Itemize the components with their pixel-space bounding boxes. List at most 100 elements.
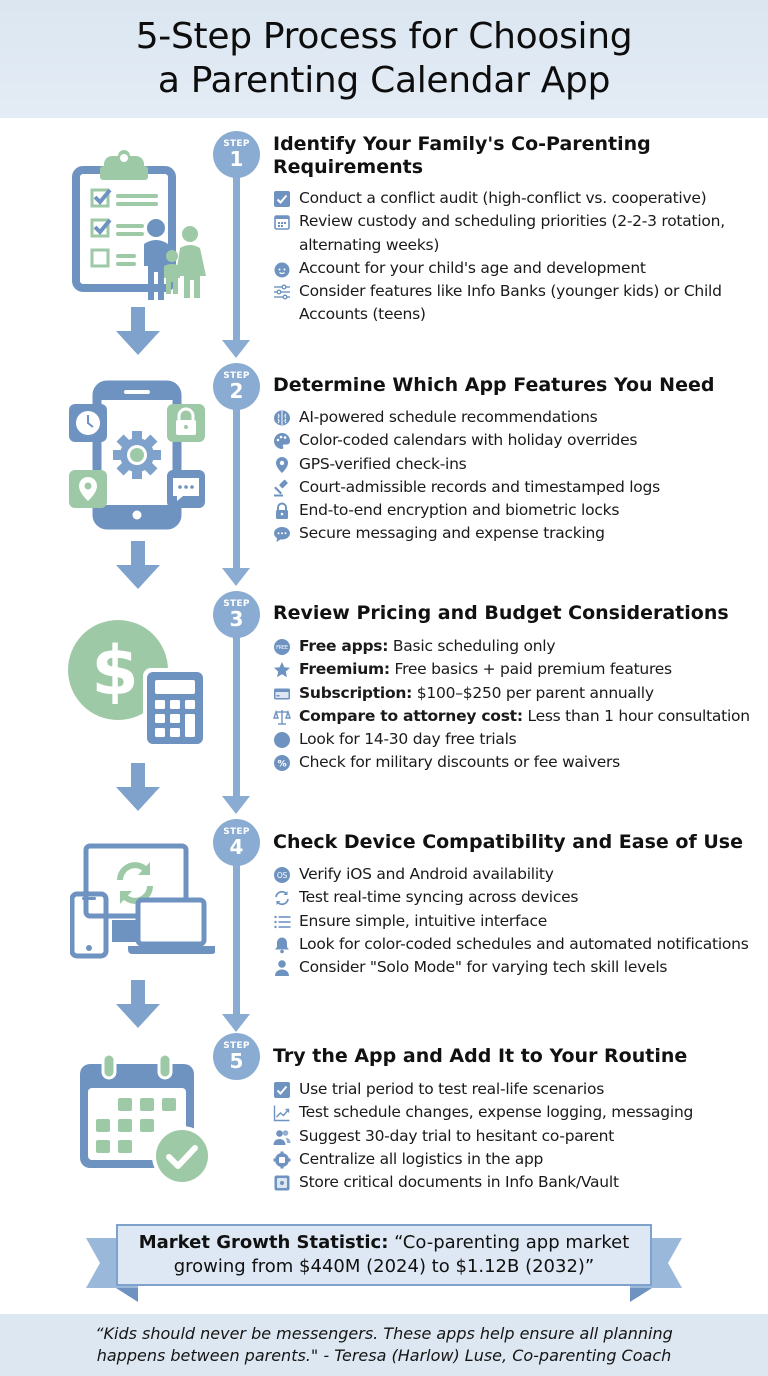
bullet-text: Account for your child's age and develop… [299, 258, 646, 277]
bullet-text: Color-coded calendars with holiday overr… [299, 431, 638, 450]
step-5-bullets: Use trial period to test real-life scena… [272, 1078, 767, 1194]
step-number: 1 [229, 147, 244, 171]
step-word: STEP [223, 599, 250, 609]
smartphone-features-icon [67, 380, 207, 530]
bullet-value: $100–$250 per parent annually [412, 683, 654, 702]
location-pin-icon [272, 455, 292, 475]
step-word: STEP [223, 139, 250, 149]
credit-card-icon [272, 684, 292, 704]
list-item: Store critical documents in Info Bank/Va… [272, 1171, 767, 1194]
os-icon: OS [272, 865, 292, 885]
bullet-text: GPS-verified check-ins [299, 454, 467, 473]
chart-line-icon [272, 1103, 292, 1123]
hub-icon [272, 1150, 292, 1170]
list-item: Conduct a conflict audit (high-conflict … [272, 187, 767, 210]
step-word: STEP [223, 371, 250, 381]
bullet-text: Test real-time syncing across devices [299, 888, 579, 907]
bullet-label: Freemium: [299, 660, 390, 679]
list-item: Subscription: $100–$250 per parent annua… [272, 682, 767, 705]
step-title-line: Determine Which App Features You Need [273, 374, 715, 396]
bullet-text: Use trial period to test real-life scena… [299, 1080, 605, 1098]
list-item: Suggest 30-day trial to hesitant co-pare… [272, 1125, 767, 1148]
bullet-label: Compare to attorney cost: [299, 706, 523, 725]
bullet-text: End-to-end encryption and biometric lock… [299, 501, 620, 520]
step-title-line: Check Device Compatibility and Ease of U… [273, 831, 743, 853]
bullet-text: Look for color-coded schedules and autom… [299, 934, 749, 953]
percent-badge-icon: % [272, 753, 292, 773]
down-arrow-icon [116, 541, 160, 589]
header: 5-Step Process for Choosing a Parenting … [0, 0, 768, 118]
step-title-line: Identify Your Family's Co-Parenting [273, 133, 651, 155]
timeline-arrowhead [222, 568, 250, 586]
bullet-text: Consider "Solo Mode" for varying tech sk… [299, 958, 668, 977]
step-title-line: Try the App and Add It to Your Routine [273, 1045, 688, 1067]
bullet-value: Free basics + paid premium features [389, 660, 673, 679]
bell-icon [272, 935, 292, 955]
checkbox-icon [272, 1080, 292, 1100]
step-badge-5: STEP 5 [213, 1033, 260, 1080]
calendar-check-icon [78, 1052, 218, 1186]
list-item: FREE Free apps: Basic scheduling only [272, 635, 767, 658]
list-item: Test real-time syncing across devices [272, 886, 767, 909]
bullet-text: Look for 14-30 day free trials [299, 728, 767, 751]
bullet-text: Verify iOS and Android availability [299, 865, 554, 883]
page-title-line-1: 5-Step Process for Choosing [135, 16, 633, 57]
step-5-title: Try the App and Add It to Your Routine [273, 1045, 753, 1068]
bullet-text: Store critical documents in Info Bank/Va… [299, 1173, 619, 1192]
step-number: 4 [229, 835, 244, 859]
list-item: End-to-end encryption and biometric lock… [272, 499, 767, 522]
bullet-text: Subscription: $100–$250 per parent annua… [299, 682, 767, 705]
quote-line-1: “Kids should never be messengers. These … [95, 1324, 673, 1343]
list-item: Color-coded calendars with holiday overr… [272, 429, 767, 452]
list-item: Freemium: Free basics + paid premium fea… [272, 658, 767, 681]
list-item: Consider "Solo Mode" for varying tech sk… [272, 956, 767, 979]
checkbox-icon [272, 189, 292, 209]
list-item: GPS-verified check-ins [272, 453, 767, 476]
bullet-text: Check for military discounts or fee waiv… [299, 751, 767, 774]
timeline-arrowhead [222, 796, 250, 814]
down-arrow-icon [116, 980, 160, 1028]
market-statistic-banner: Market Growth Statistic: “Co-parenting a… [116, 1224, 652, 1286]
lock-icon [272, 501, 292, 521]
down-arrow-icon [116, 307, 160, 355]
free-badge-icon: FREE [272, 637, 292, 657]
sync-icon [272, 888, 292, 908]
footer-quote: “Kids should never be messengers. These … [0, 1314, 768, 1376]
bullet-text: Review custody and scheduling priorities… [299, 212, 725, 254]
bullet-value: Less than 1 hour consultation [522, 706, 750, 725]
bullet-value: Check for military discounts or fee waiv… [299, 753, 620, 772]
list-item: Court-admissible records and timestamped… [272, 476, 767, 499]
users-icon [272, 1127, 292, 1147]
bullet-text: Suggest 30-day trial to hesitant co-pare… [299, 1126, 615, 1145]
step-badge-2: STEP 2 [213, 363, 260, 410]
bullet-text: Ensure simple, intuitive interface [299, 911, 548, 930]
palette-icon [272, 431, 292, 451]
bullet-text: Secure messaging and expense tracking [299, 524, 605, 543]
devices-sync-icon [69, 842, 216, 962]
user-icon [272, 958, 292, 978]
list-item: OS Verify iOS and Android availability [272, 863, 767, 886]
page-title-line-2: a Parenting Calendar App [157, 60, 611, 101]
list-item: Account for your child's age and develop… [272, 257, 767, 280]
bullet-text: Freemium: Free basics + paid premium fea… [299, 658, 767, 681]
timeline-connector [233, 402, 240, 570]
list-item: Secure messaging and expense tracking [272, 522, 767, 545]
step-number: 3 [229, 607, 244, 631]
list-item: Compare to attorney cost: Less than 1 ho… [272, 705, 767, 728]
list-item: Look for color-coded schedules and autom… [272, 933, 767, 956]
banner-label: Market Growth Statistic: [138, 1232, 389, 1253]
list-item: Test schedule changes, expense logging, … [272, 1101, 767, 1124]
step-word: STEP [223, 1041, 250, 1051]
step-3-title: Review Pricing and Budget Considerations [273, 602, 753, 625]
gavel-icon [272, 478, 292, 498]
star-icon [272, 660, 292, 680]
list-item: % Check for military discounts or fee wa… [272, 751, 767, 774]
bullet-text: Consider features like Info Banks (young… [299, 282, 722, 324]
list-item: Review custody and scheduling priorities… [272, 210, 767, 257]
timeline-connector [233, 170, 240, 342]
svg-text:FREE: FREE [276, 645, 288, 651]
step-3-bullets: FREE Free apps: Basic scheduling only Fr… [272, 635, 767, 775]
list-item: Look for 14-30 day free trials [272, 728, 767, 751]
chat-bubble-icon [272, 524, 292, 544]
bullet-text: Court-admissible records and timestamped… [299, 477, 660, 496]
